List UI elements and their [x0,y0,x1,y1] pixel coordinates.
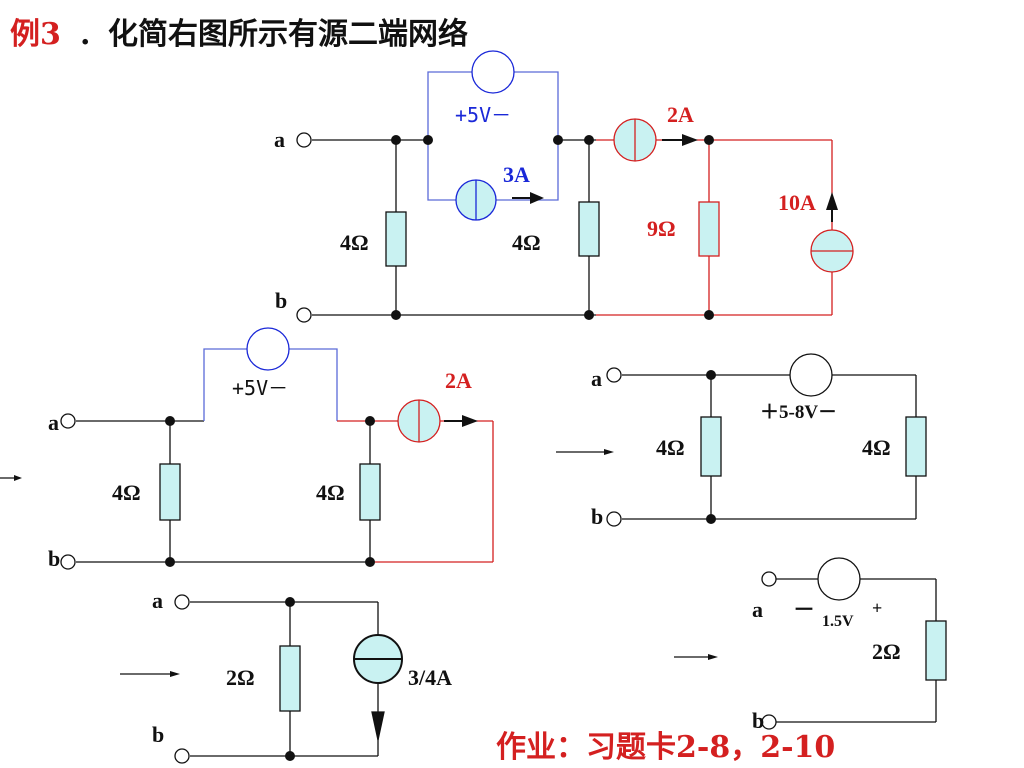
voltage-source-icon [789,353,833,397]
node-dot-icon [706,514,716,524]
resistor-label-left: 4Ω [656,435,685,460]
terminal-a-icon[interactable] [761,571,777,587]
transition-arrow-left-edge [0,475,22,481]
resistor-label-right: 4Ω [862,435,891,460]
resistor-label-left: 4Ω [112,480,141,505]
terminal-a-icon[interactable] [174,594,190,610]
voltage-source-icon [471,50,515,94]
terminal-b-icon[interactable] [174,748,190,764]
terminal-a-label: a [274,127,285,152]
node-dot-icon [165,416,175,426]
current-label-red: 2A [667,102,694,127]
current-label: 2A [445,368,472,393]
node-dot-icon [584,310,594,320]
node-dot-icon [706,370,716,380]
resistor-icon [905,416,927,477]
voltage-source-icon [817,557,861,601]
terminal-a-icon[interactable] [60,413,76,429]
voltage-plus: + [872,598,882,618]
arrow-head-icon [708,654,718,660]
node-dot-icon [391,135,401,145]
resistor-icon [925,620,947,681]
node-dot-icon [391,310,401,320]
node-dot-icon [423,135,433,145]
terminal-b-label: b [752,708,764,733]
resistor-label: 2Ω [226,665,255,690]
circuit-4 [174,594,403,764]
resistor-label-mid: 4Ω [512,230,541,255]
voltage-label: +5V－ [232,376,288,400]
transition-arrow-3 [120,671,180,677]
resistor-icon [385,211,407,267]
resistor-icon [279,645,301,712]
circuit-3-labels: a b ＋5-8V－ 4Ω 4Ω [591,366,891,529]
terminal-a-icon[interactable] [296,132,312,148]
voltage-source-icon [246,327,290,371]
node-dot-icon [285,751,295,761]
resistor-icon [159,463,181,521]
resistor-label-right: 4Ω [316,480,345,505]
terminal-a-label: a [152,588,163,613]
resistor-label: 2Ω [872,639,901,664]
circuit-2-labels: a b +5V－ 2A 4Ω 4Ω [48,368,472,571]
circuit-5-labels: a b － 1.5V + 2Ω [752,597,901,733]
arrow-head-icon [371,711,385,741]
terminal-b-label: b [152,722,164,747]
node-dot-icon [165,557,175,567]
voltage-label: +5V－ [455,103,511,127]
voltage-value: 1.5V [822,613,854,630]
current-label-10a: 10A [778,190,816,215]
terminal-a-label: a [48,410,59,435]
resistor-icon [578,201,600,257]
current-label: 3/4A [408,665,452,690]
node-dot-icon [285,597,295,607]
arrow-head-icon [682,134,698,146]
title-dot: . [80,17,90,52]
resistor-icon [700,416,722,477]
terminal-b-icon[interactable] [296,307,312,323]
voltage-label: ＋5-8V－ [760,402,837,423]
node-dot-icon [365,557,375,567]
terminal-a-label: a [591,366,602,391]
terminal-b-icon[interactable] [761,714,777,730]
arrow-head-icon [462,415,478,427]
resistor-label-right: 9Ω [647,216,676,241]
title-text: 化简右图所示有源二端网络 [108,17,468,52]
node-dot-icon [365,416,375,426]
transition-arrow-4 [674,654,718,660]
transition-arrow-2 [556,449,614,455]
homework-note: 作业：习题卡2-8，2-10 [496,730,835,765]
example-number: 例3 [10,17,61,52]
node-dot-icon [584,135,594,145]
resistor-label-left: 4Ω [340,230,369,255]
node-dot-icon [553,135,563,145]
circuit-5 [761,557,947,730]
circuit-4-labels: a b 2Ω 3/4A [152,588,452,747]
terminal-a-icon[interactable] [606,367,622,383]
terminal-b-icon[interactable] [606,511,622,527]
voltage-minus: － [793,597,815,622]
circuit-1-labels: a b +5V－ 3A 2A 10A 4Ω 4Ω 9Ω [274,102,816,313]
current-label-blue: 3A [503,162,530,187]
arrow-head-icon [604,449,614,455]
node-dot-icon [704,310,714,320]
node-dot-icon [704,135,714,145]
resistor-icon [698,201,720,257]
arrow-head-icon [530,192,544,204]
terminal-a-label: a [752,597,763,622]
terminal-b-label: b [48,546,60,571]
slide-title: 例3 . 化简右图所示有源二端网络 [10,17,468,52]
terminal-b-label: b [591,504,603,529]
arrow-head-icon [826,192,838,210]
circuit-3 [606,353,927,527]
arrow-head-icon [170,671,180,677]
terminal-b-label: b [275,288,287,313]
resistor-icon [359,463,381,521]
arrow-head-icon [14,475,22,481]
circuit-2 [60,327,494,570]
circuit-1 [296,50,854,323]
terminal-b-icon[interactable] [60,554,76,570]
